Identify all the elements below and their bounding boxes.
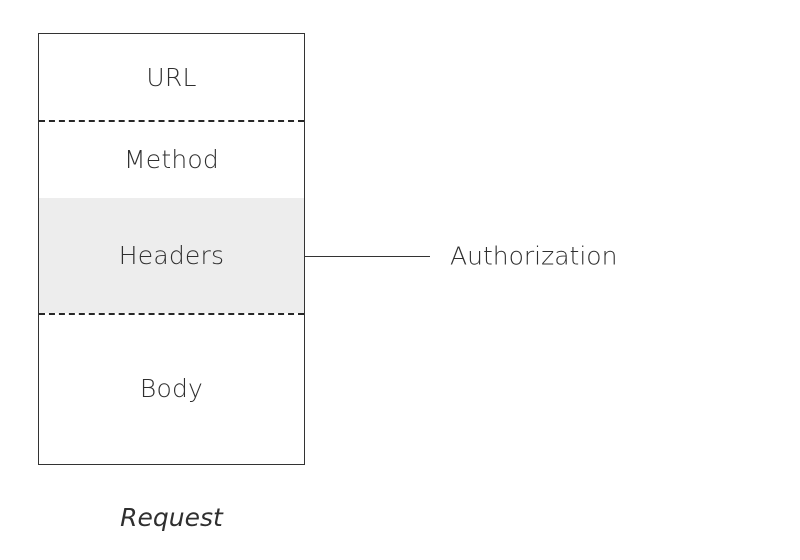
- annotation-authorization: Authorization: [450, 241, 618, 271]
- segment-method: Method: [39, 120, 304, 198]
- segment-body: Body: [39, 313, 304, 464]
- diagram-caption: Request: [120, 503, 223, 532]
- segment-headers: Headers: [39, 198, 304, 313]
- segment-body-label: Body: [139, 374, 204, 403]
- connector-line-headers-authorization: [305, 256, 430, 257]
- segment-headers-label: Headers: [118, 241, 225, 270]
- divider-headers-body: [39, 313, 304, 315]
- segment-method-label: Method: [124, 144, 219, 174]
- segment-url: URL: [39, 34, 304, 120]
- divider-url-method: [39, 120, 304, 122]
- request-box: URL Method Headers Body: [38, 33, 305, 465]
- segment-url-label: URL: [146, 62, 197, 92]
